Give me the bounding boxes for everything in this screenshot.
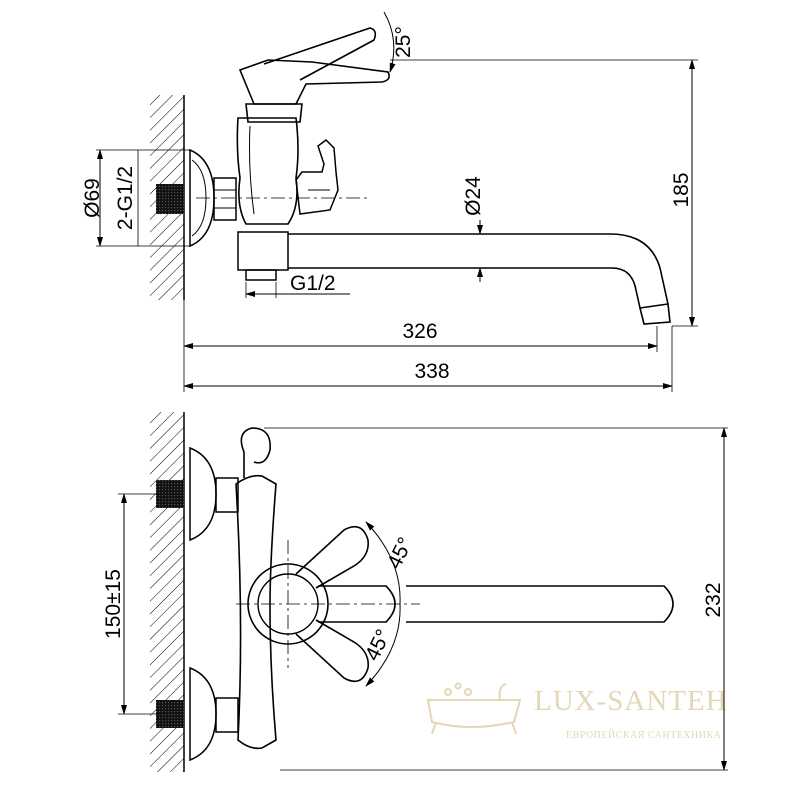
reach-326-label: 326 (402, 320, 437, 343)
inlet-thread-label: 2-G1/2 (114, 166, 137, 230)
height-232-label: 232 (702, 582, 725, 617)
diverter-knob (295, 139, 339, 215)
front-view: 45° 45° 150±15 232 (102, 412, 728, 772)
watermark: LUX-SANTEH ЕВРОПЕЙСКАЯ САНТЕХНИКА (426, 682, 728, 741)
lever-position-lower (295, 619, 370, 683)
shower-hook (240, 427, 271, 478)
inlet-connector (156, 184, 184, 214)
lower-angle-label: 45° (361, 626, 396, 665)
outlet-thread-label: G1/2 (290, 272, 336, 295)
lower-flange (189, 666, 217, 762)
spout-aerator (639, 303, 671, 325)
eccentric-fitting (213, 177, 237, 221)
spout-base (237, 231, 289, 271)
outlet-nut (245, 269, 277, 281)
bathtub-logo-icon (426, 682, 522, 735)
spout-upper-edge (288, 233, 669, 305)
lever-position-upper (295, 525, 370, 589)
lever-handle (238, 59, 390, 105)
mixer-body (236, 117, 299, 225)
center-distance-label: 150±15 (102, 569, 125, 639)
angle-25-label: 25° (392, 26, 415, 58)
upper-angle-label: 45° (383, 534, 418, 573)
spout-diameter-label: Ø24 (462, 176, 485, 216)
watermark-tagline: ЕВРОПЕЙСКАЯ САНТЕХНИКА (566, 729, 722, 741)
cartridge-cap (245, 103, 303, 123)
spout-front (406, 585, 674, 623)
top-view: Ø69 2-G1/2 Ø24 G1/2 25° 185 326 338 (81, 11, 698, 392)
upper-flange (189, 446, 217, 542)
lever-raised-outline (263, 27, 377, 81)
body-diameter-label: Ø69 (81, 178, 104, 218)
length-338-label: 338 (414, 360, 449, 383)
spout-lower-edge (288, 267, 641, 309)
upper-inlet-connector (156, 480, 184, 508)
height-185-label: 185 (670, 172, 693, 207)
mixer-body-front (235, 474, 277, 750)
lower-inlet-connector (156, 700, 184, 728)
watermark-brand: LUX-SANTEH (534, 685, 728, 717)
